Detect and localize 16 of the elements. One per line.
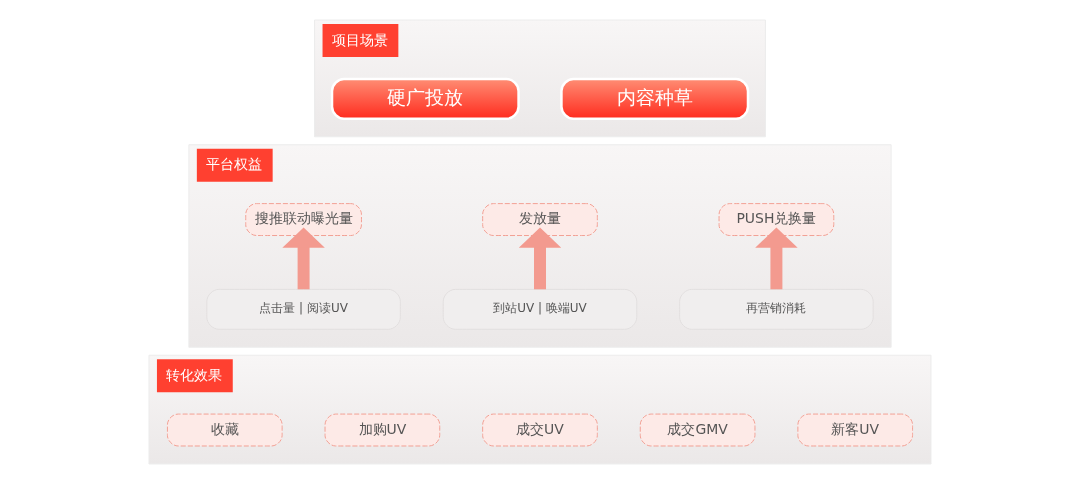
node-box: 硬广投放 <box>330 77 520 121</box>
arrow <box>518 227 562 290</box>
node-box: 内容种草 <box>560 77 750 121</box>
node-box: 发放量 <box>482 203 598 236</box>
node-box: 成交GMV <box>639 413 756 447</box>
node-box: 点击量 | 阅读UV <box>206 288 401 330</box>
arrow <box>755 227 798 290</box>
node-box: 再营销消耗 <box>679 288 874 330</box>
node-box: 收藏 <box>166 413 283 447</box>
node-box: 加购UV <box>324 413 441 447</box>
arrow <box>282 227 325 290</box>
node-box: 新客UV <box>797 413 914 447</box>
node-box: 成交UV <box>482 413 598 447</box>
node-box: PUSH兑换量 <box>718 203 835 236</box>
node-box: 到站UV | 唤端UV <box>442 288 638 330</box>
node-box: 搜推联动曝光量 <box>245 203 362 236</box>
